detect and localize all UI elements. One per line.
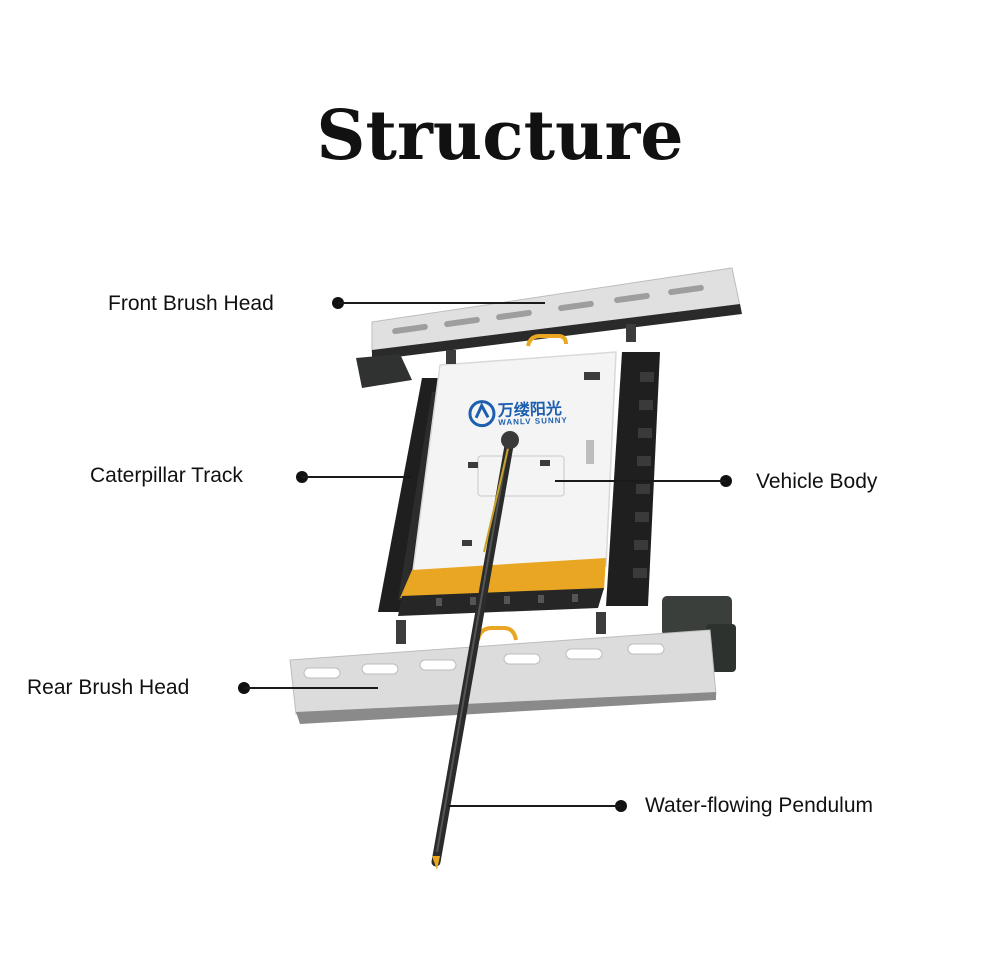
label-rear-brush-head: Rear Brush Head (27, 676, 190, 699)
brand-logo: 万缕阳光 WANLV SUNNY (467, 394, 588, 434)
vehicle-body (398, 351, 617, 616)
brand-name-en: WANLV SUNNY (498, 415, 568, 428)
brand-logo-icon (468, 400, 496, 428)
front-brush-head (356, 267, 742, 388)
label-vehicle-body: Vehicle Body (756, 470, 878, 493)
label-front-brush-head: Front Brush Head (108, 292, 274, 315)
right-caterpillar-track (606, 352, 660, 606)
callout-lines (238, 297, 732, 812)
label-water-flowing-pendulum: Water-flowing Pendulum (645, 794, 873, 817)
rear-motor (662, 596, 736, 672)
page-title: Structure (316, 96, 684, 176)
water-flowing-pendulum (431, 431, 519, 870)
label-caterpillar-track: Caterpillar Track (90, 464, 243, 487)
rear-brush-head (289, 612, 717, 724)
